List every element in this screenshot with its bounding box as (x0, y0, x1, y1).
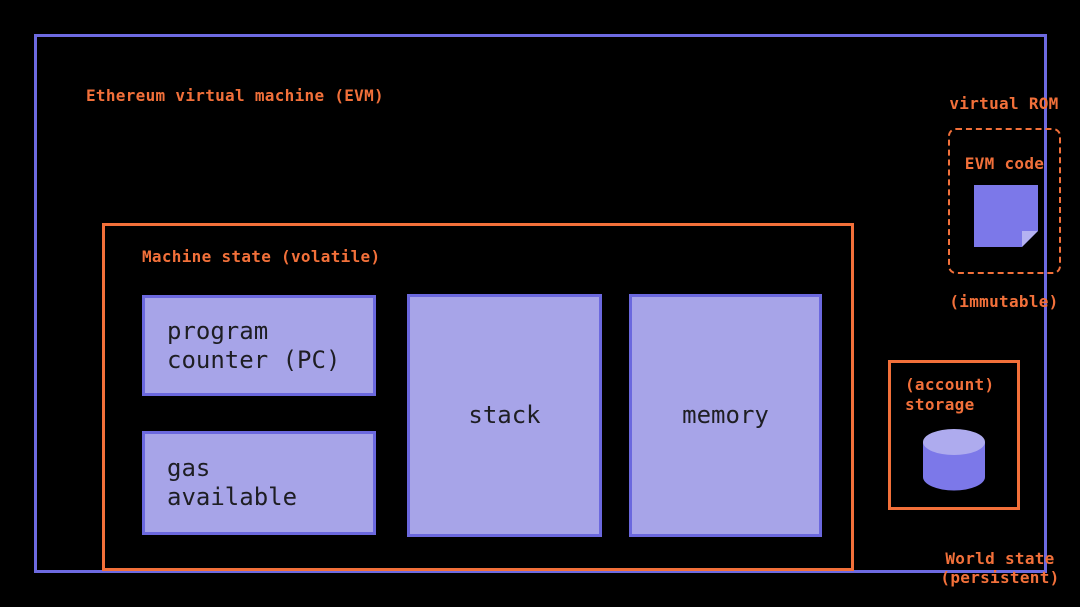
stack-box: stack (407, 294, 602, 537)
gas-available-box: gas available (142, 431, 376, 535)
virtual-rom-box: EVM code (948, 128, 1061, 274)
evm-container-box: Ethereum virtual machine (EVM) Machine s… (34, 34, 1061, 587)
machine-state-box: Machine state (volatile) program counter… (102, 223, 854, 571)
virtual-rom-title: virtual ROM (949, 94, 1059, 113)
evm-code-label: EVM code (964, 154, 1045, 173)
evm-title: Ethereum virtual machine (EVM) (86, 86, 384, 105)
account-storage-label: (account) storage (905, 375, 995, 414)
database-cylinder-icon (923, 429, 985, 491)
note-page-icon (974, 185, 1038, 247)
account-storage-box: (account) storage (888, 360, 1020, 510)
world-state-caption: World state (persistent) (940, 549, 1060, 587)
memory-box: memory (629, 294, 822, 537)
immutable-caption: (immutable) (949, 292, 1059, 311)
machine-state-title: Machine state (volatile) (142, 247, 381, 266)
program-counter-box: program counter (PC) (142, 295, 376, 396)
